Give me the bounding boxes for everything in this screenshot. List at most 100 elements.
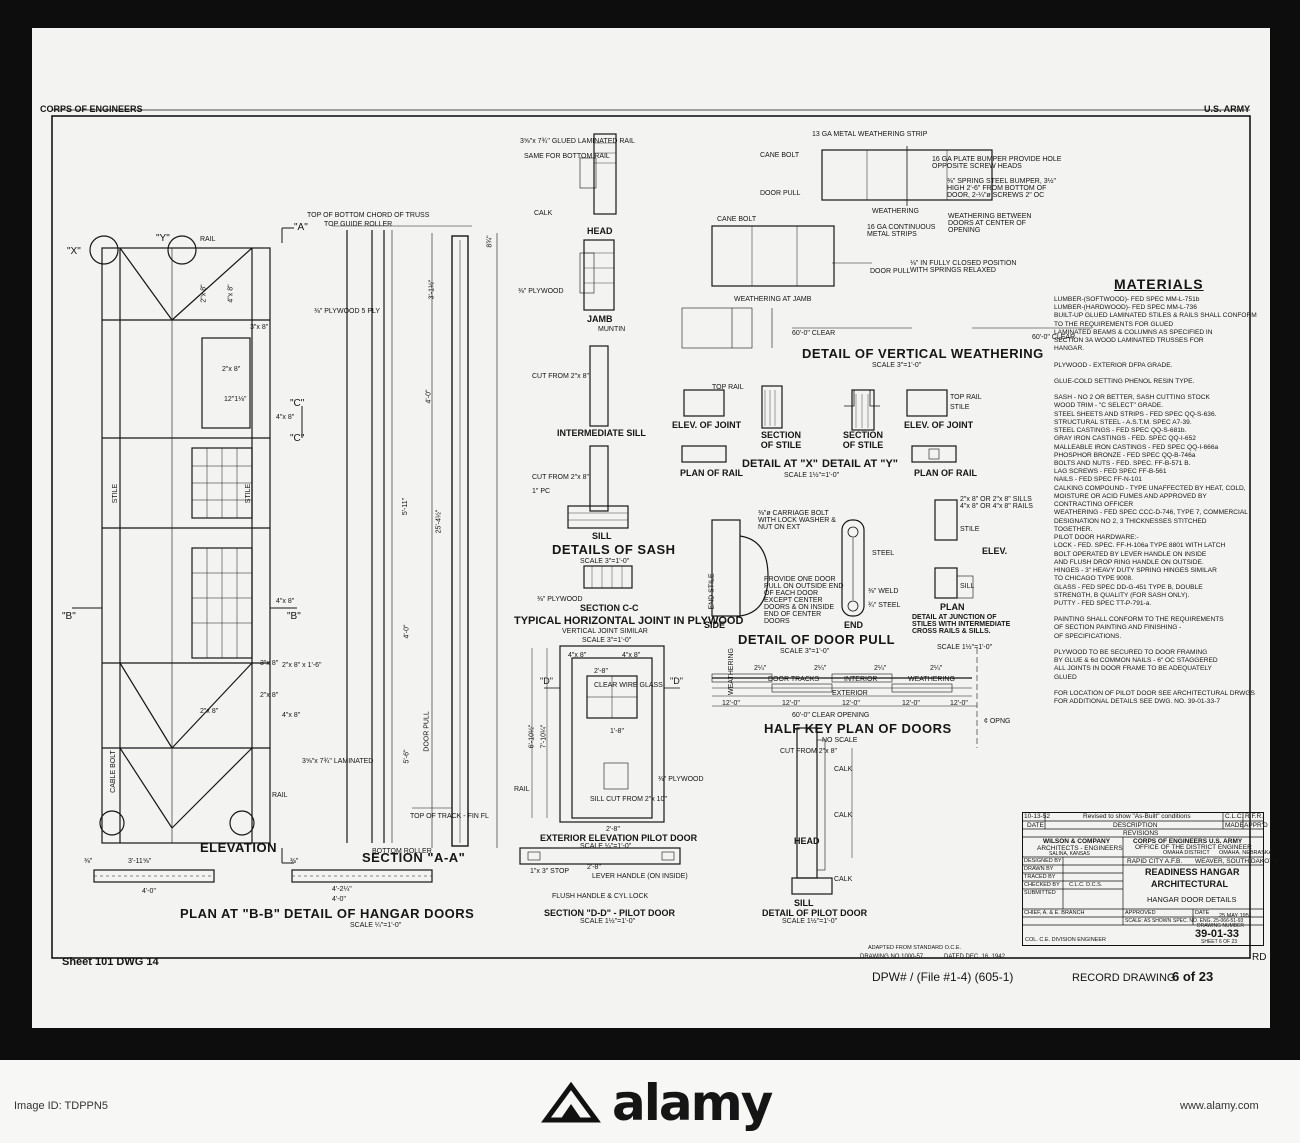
- materials-line: TO CHICAGO TYPE 9008.: [1054, 575, 1133, 583]
- header-left: CORPS OF ENGINEERS: [40, 104, 143, 114]
- sash-muntin: MUNTIN: [598, 326, 626, 333]
- pd-d-right: "D": [670, 676, 683, 686]
- hk-opng: ¢ OPNG: [984, 718, 1011, 725]
- label-c-bot: "C": [290, 433, 305, 444]
- tb-col-appr: APPR'D: [1244, 822, 1268, 829]
- tb-chief: CHIEF, A. & E. BRANCH: [1024, 910, 1085, 916]
- title-block-grid: [1023, 813, 1263, 926]
- dh-dim-1: ⅜": [290, 858, 299, 865]
- section-dd-title: SECTION "D-D" - PILOT DOOR: [544, 908, 676, 918]
- label-x: "X": [67, 246, 81, 257]
- materials-line: GRAY IRON CASTINGS - FED. SPEC QQ-I-652: [1054, 435, 1196, 443]
- materials-line: HINGES - 3" HEAVY DUTY SPRING HINGES SIM…: [1054, 567, 1217, 575]
- fs-sheet-ref: Sheet 101 DWG 14: [62, 956, 159, 968]
- pdd-head: HEAD: [794, 836, 820, 846]
- materials-line: HANGAR.: [1054, 345, 1085, 353]
- hk-weathering-2: WEATHERING: [727, 648, 735, 695]
- door-pull-scale: SCALE 3"=1'-0": [780, 648, 830, 655]
- tb-drawn: DRAWN BY: [1024, 866, 1054, 872]
- materials-line: STRUCTURAL STEEL - A.S.T.M. SPEC A7-39.: [1054, 418, 1192, 426]
- materials-line: GLASS - FED SPEC DD-G-451 TYPE B, DOUBLE: [1054, 583, 1203, 591]
- materials-line: [1054, 682, 1264, 690]
- tb-col-date: DATE: [1027, 822, 1044, 829]
- fs-page: 6 of 23: [1172, 969, 1214, 984]
- tb-spec: SPEC. NO. ENG. 25-066-51-93: [1173, 918, 1244, 924]
- materials-line: TOGETHER.: [1054, 525, 1093, 533]
- door-pull-title: DETAIL OF DOOR PULL: [738, 632, 896, 647]
- dim-12: 2"x 8": [200, 708, 219, 715]
- pd-dim-4: 6'-10½": [528, 724, 536, 749]
- elevation-title: ELEVATION: [200, 840, 277, 855]
- hk-dim-7: 12'-0": [842, 700, 860, 707]
- dd-flush: FLUSH HANDLE & CYL LOCK: [552, 893, 649, 900]
- aa-dim-1: 3'-1½": [428, 279, 436, 300]
- label-c-top: "C": [290, 398, 305, 409]
- half-key-title: HALF KEY PLAN OF DOORS: [764, 721, 952, 736]
- label-top-track: TOP OF TRACK - FIN FL: [410, 813, 489, 820]
- bb-dim-3: 4'-0": [142, 888, 156, 895]
- materials-line: MALLEABLE IRON CASTINGS - FED SPEC QQ-I-…: [1054, 443, 1219, 451]
- hk-interior: INTERIOR: [844, 676, 878, 683]
- label-stile: STILE: [112, 483, 120, 504]
- label-b-left: "B": [62, 611, 76, 622]
- materials-line: PUTTY - FED SPEC TT-P-791-a.: [1054, 599, 1152, 607]
- materials-line: MOISTURE OR ACID FUMES AND APPROVED BY: [1054, 492, 1207, 500]
- label-top-chord: TOP OF BOTTOM CHORD OF TRUSS: [307, 212, 430, 219]
- alamy-site: www.alamy.com: [1180, 1100, 1259, 1112]
- tb-approved: APPROVED: [1125, 910, 1156, 916]
- materials-line: [1054, 354, 1264, 362]
- vw-door-pull: DOOR PULL: [760, 190, 801, 197]
- dim-8: 3"x 8": [260, 660, 279, 667]
- pd-rail: RAIL: [514, 786, 530, 793]
- dim-5: 4"x 8": [276, 414, 295, 421]
- vw-weathering: WEATHERING: [872, 208, 919, 215]
- materials-line: BOLT OPERATED BY LEVER HANDLE ON INSIDE: [1054, 550, 1207, 558]
- dd-stop: 1"x 3" STOP: [530, 868, 570, 875]
- hk-dim-9: 12'-0": [950, 700, 968, 707]
- pd-dim-5: 7'-10¼": [540, 724, 548, 749]
- sash-plywood: ⅜" PLYWOOD: [518, 288, 564, 295]
- label-rail-2: RAIL: [272, 792, 288, 799]
- pd-dim-2: 4"x 8": [568, 652, 587, 659]
- materials-line: LAG SCREWS - FED SPEC FF-B-561: [1054, 468, 1167, 476]
- detail-xy-scale: SCALE 1½"=1'-0": [784, 472, 840, 479]
- tb-division: COL. C.E. DIVISION ENGINEER: [1025, 937, 1106, 943]
- materials-line: ALL JOINTS IN DOOR FRAME TO BE ADEQUATEL…: [1054, 665, 1212, 673]
- dp-side: SIDE: [704, 620, 726, 630]
- tb-scale: SCALE: AS SHOWN: [1125, 918, 1172, 924]
- pdd-calk: CALK: [834, 766, 853, 773]
- sash-cut: CUT FROM 2"x 8": [532, 373, 589, 380]
- materials-line: [1054, 641, 1264, 649]
- dp-steel: STEEL: [872, 550, 895, 557]
- xy-sec-stile: SECTION OF STILE: [760, 430, 802, 450]
- dp-steel-2: ¾" STEEL: [868, 602, 901, 609]
- roller-y: [167, 235, 197, 265]
- tb-corps-4: OMAHA, NEBRASKA: [1219, 850, 1273, 856]
- materials-line: GLUE-COLD SETTING PHENOL RESIN TYPE.: [1054, 377, 1195, 385]
- vw-bumper: 16 GA PLATE BUMPER PROVIDE HOLE OPPOSITE…: [932, 156, 1062, 170]
- hk-weathering: WEATHERING: [908, 676, 955, 683]
- door-pull-side: [711, 519, 741, 617]
- tb-rev-appr: R.F.R.: [1245, 813, 1264, 820]
- dp-carriage: ⅜"ø CARRIAGE BOLT WITH LOCK WASHER & NUT…: [758, 510, 836, 531]
- dim-10: 2"x 8" x 1'-6": [282, 662, 322, 669]
- label-door-pull: DOOR PULL: [423, 711, 431, 752]
- materials-line: FOR ADDITIONAL DETAILS SEE DWG. NO. 39-0…: [1054, 698, 1220, 706]
- fs-dated: DATED DEC. 16, 1942: [944, 954, 1005, 960]
- pd-dim-1: 2'-8": [594, 668, 608, 675]
- elevation-door-outline: [101, 247, 271, 844]
- materials-line: LAMINATED BEAMS & COLUMNS AS SPECIFIED I…: [1054, 328, 1213, 336]
- detail-x-title: DETAIL AT "X": [742, 458, 819, 470]
- dim-13: 3⅝"x 7¾" LAMINATED: [302, 758, 374, 765]
- materials-line: LUMBER-(HARDWOOD)- FED SPEC MM-L-736: [1054, 304, 1197, 312]
- label-bottom-roller: BOTTOM ROLLER: [372, 848, 432, 855]
- aa-dim-4: 5'-11": [402, 497, 410, 516]
- sash-head: HEAD: [587, 226, 613, 236]
- detail-y-title: DETAIL AT "Y": [822, 458, 899, 470]
- materials-line: GLUED: [1054, 673, 1077, 681]
- tb-designed: DESIGNED BY: [1024, 858, 1062, 864]
- tb-rev-by: C.L.C.: [1225, 813, 1244, 820]
- materials-line: OF SPECIFICATIONS.: [1054, 632, 1122, 640]
- pilot-elev-scale: SCALE ¼"=1'-0": [580, 843, 632, 850]
- sash-int-sill: INTERMEDIATE SILL: [557, 428, 646, 438]
